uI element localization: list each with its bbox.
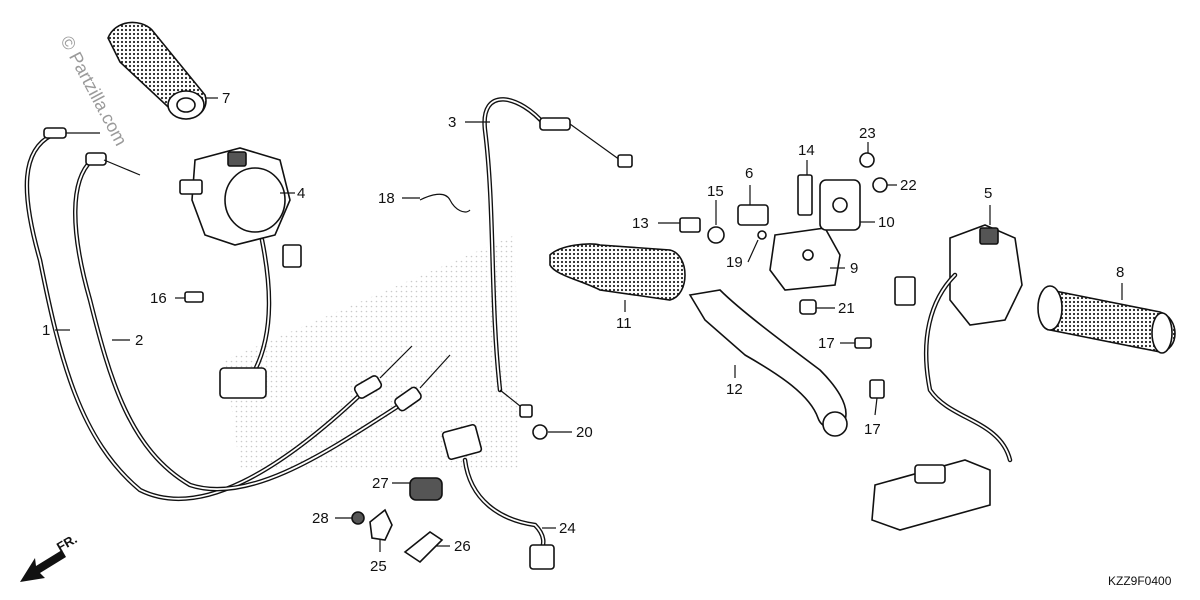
- cable-clip: [419, 193, 471, 213]
- throttle-cable-2: [73, 152, 451, 492]
- right-switch-housing: [894, 224, 1023, 463]
- clutch-cable: [482, 97, 633, 418]
- bolt-14: [797, 174, 813, 216]
- callout-4: 4: [297, 185, 305, 202]
- callout-6: 6: [745, 165, 753, 182]
- callout-26: 26: [454, 538, 471, 555]
- front-label: FR.: [54, 531, 80, 554]
- callout-9: 9: [850, 260, 858, 277]
- left-grip: [107, 21, 207, 120]
- callout-16: 16: [150, 290, 167, 307]
- callout-7: 7: [222, 90, 230, 107]
- callout-3: 3: [448, 114, 456, 131]
- callout-21: 21: [838, 300, 855, 317]
- screw-23: [859, 152, 875, 168]
- lever-holder: [769, 227, 841, 291]
- callout-28: 28: [312, 510, 329, 527]
- callout-2: 2: [135, 332, 143, 349]
- callout-11: 11: [616, 315, 632, 332]
- callout-24: 24: [559, 520, 576, 537]
- callout-18: 18: [378, 190, 395, 207]
- nut-21: [799, 299, 817, 315]
- callout-8: 8: [1116, 264, 1124, 281]
- callout-14: 14: [798, 142, 815, 159]
- right-grip: [1037, 285, 1176, 354]
- callout-19: 19: [726, 254, 743, 271]
- clutch-lever: [688, 289, 848, 437]
- clamp-27: [409, 477, 443, 501]
- wire-harness: [441, 423, 555, 570]
- screw-22: [872, 177, 888, 193]
- washer-15: [707, 226, 725, 244]
- screw-28: [351, 511, 365, 525]
- bolt-16: [184, 291, 204, 303]
- clamp-25: [369, 508, 393, 541]
- clamp-26: [403, 531, 444, 564]
- screw-13: [679, 217, 701, 233]
- callout-17b: 17: [864, 421, 881, 438]
- front-direction-arrow: FR.: [20, 531, 80, 582]
- lever-cover: [549, 243, 686, 301]
- diagram-code: KZZ9F0400: [1108, 574, 1172, 588]
- background-watermark-shade: [225, 235, 520, 470]
- holder-bracket: [819, 179, 861, 231]
- callout-12: 12: [726, 381, 743, 398]
- switch-connector-block: [871, 459, 991, 531]
- nut-20: [532, 424, 548, 440]
- callout-1: 1: [42, 322, 50, 339]
- clutch-switch: [737, 204, 769, 240]
- left-switch-housing: [179, 147, 302, 399]
- callout-5: 5: [984, 185, 992, 202]
- callout-20: 20: [576, 424, 593, 441]
- callout-27: 27: [372, 475, 389, 492]
- callout-23: 23: [859, 125, 876, 142]
- callout-22: 22: [900, 177, 917, 194]
- bolt-17b: [869, 379, 885, 399]
- callout-13: 13: [632, 215, 649, 232]
- throttle-cable-1: [24, 127, 413, 501]
- leader-lines: [55, 97, 1123, 552]
- callout-25: 25: [370, 558, 387, 575]
- bolt-17a: [854, 337, 872, 349]
- callout-17a: 17: [818, 335, 835, 352]
- callout-10: 10: [878, 214, 895, 231]
- callout-15: 15: [707, 183, 724, 200]
